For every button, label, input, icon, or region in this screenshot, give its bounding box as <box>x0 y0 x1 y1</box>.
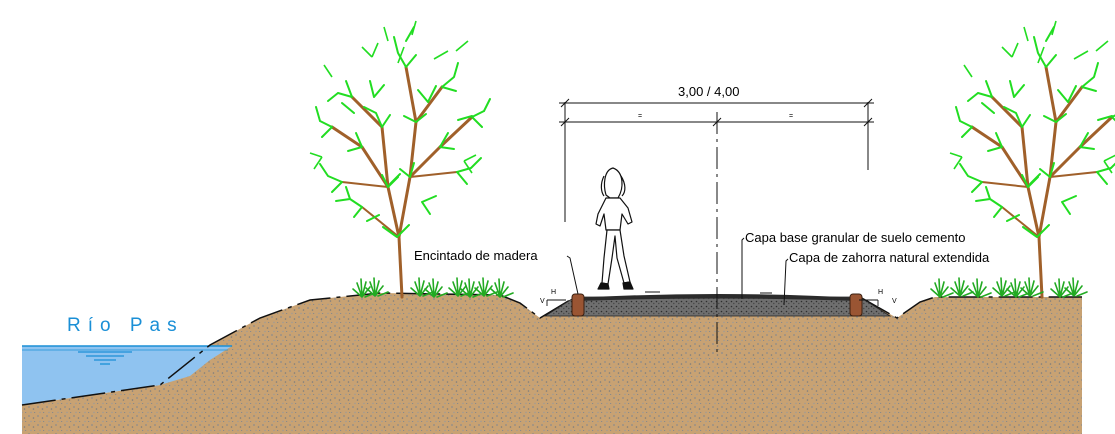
subbase-layer-label: Capa de zahorra natural extendida <box>789 250 990 265</box>
water-surface-lines <box>22 345 232 351</box>
terrain-outline <box>21 292 576 406</box>
curb-left <box>571 293 585 317</box>
half-width-mark-left: = <box>638 113 643 120</box>
pedestrian-icon <box>595 167 634 290</box>
slope-h-label-left: H <box>551 289 557 296</box>
annotation-leaders <box>566 237 789 306</box>
dimension-lines <box>559 98 874 222</box>
curb-label: Encintado de madera <box>414 248 538 263</box>
slope-v-label-right: V <box>892 298 897 305</box>
river-label: Río Pas <box>67 315 184 336</box>
base-layer-label: Capa base granular de suelo cemento <box>745 230 966 245</box>
half-width-mark-right: = <box>789 113 794 120</box>
slope-v-label-left: V <box>540 298 545 305</box>
water-level-icon <box>78 351 132 365</box>
curb-right <box>849 293 863 317</box>
total-width-dimension: 3,00 / 4,00 <box>678 84 740 99</box>
slope-marks <box>546 291 879 306</box>
slope-h-label-right: H <box>878 289 884 296</box>
river-water <box>22 346 232 405</box>
soil-terrain <box>22 293 1082 434</box>
terrain-outline-right <box>859 296 1082 319</box>
